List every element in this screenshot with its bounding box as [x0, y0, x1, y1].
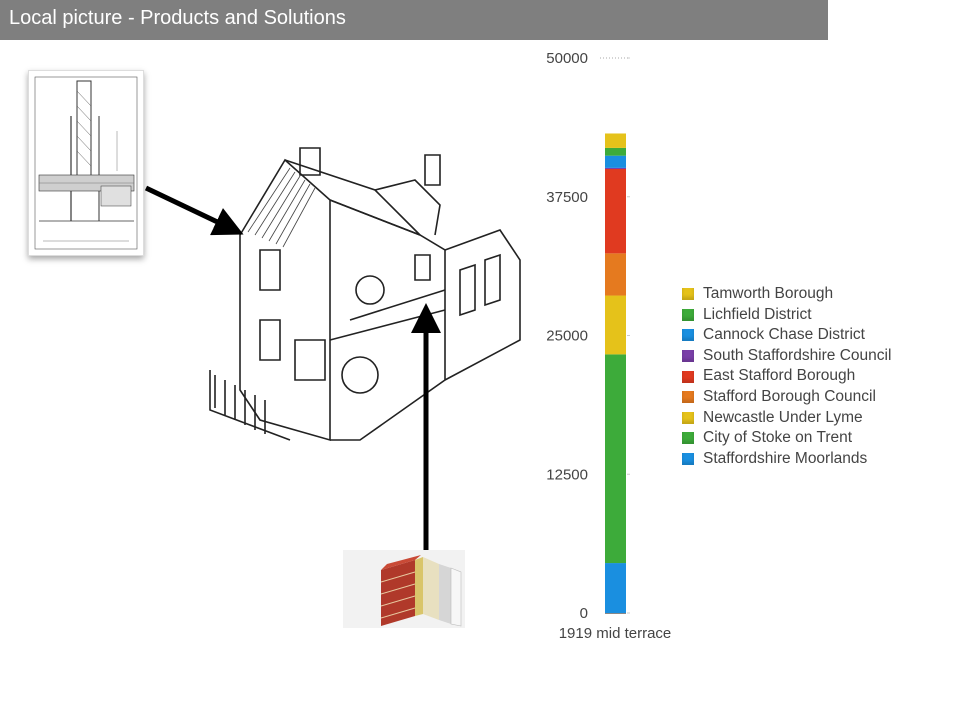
bar-segment-tamworth-borough: [605, 133, 626, 148]
construction-detail-image: [28, 70, 144, 256]
legend-swatch: [682, 391, 694, 404]
bar-segment-south-staffordshire-council: [605, 167, 626, 169]
legend-item: Newcastle Under Lyme: [682, 408, 891, 429]
legend-item: East Stafford Borough: [682, 366, 891, 387]
page-title: Local picture - Products and Solutions: [9, 7, 346, 29]
legend-item: Tamworth Borough: [682, 284, 891, 305]
x-category-label: 1919 mid terrace: [559, 625, 672, 642]
legend-label: Tamworth Borough: [703, 285, 834, 302]
legend-swatch: [682, 288, 694, 301]
legend-label: City of Stoke on Trent: [703, 429, 853, 447]
bar-segments: [605, 133, 626, 613]
legend-label: Newcastle Under Lyme: [703, 408, 863, 426]
wall-insulation-product-image: [343, 550, 465, 628]
legend-swatch: [682, 329, 694, 342]
bar-segment-city-of-stoke-on-trent: [605, 354, 626, 564]
legend-label: Lichfield District: [703, 305, 812, 323]
legend-swatch: [682, 432, 694, 445]
bar-segment-stafford-borough-council: [605, 253, 626, 296]
legend-swatch: [682, 411, 694, 424]
house-cutaway-sketch: [200, 140, 530, 450]
y-tick-label: 50000: [546, 50, 588, 67]
legend-item: Lichfield District: [682, 305, 891, 326]
legend-label: Staffordshire Moorlands: [703, 449, 868, 467]
title-bar: Local picture - Products and Solutions: [0, 0, 828, 40]
legend-label: Cannock Chase District: [703, 326, 865, 344]
legend-item: City of Stoke on Trent: [682, 428, 891, 449]
legend-swatch: [682, 350, 694, 363]
bar-segment-east-stafford-borough: [605, 169, 626, 254]
y-tick-label: 25000: [546, 328, 588, 345]
legend-item: Cannock Chase District: [682, 325, 891, 346]
legend-item: Staffordshire Moorlands: [682, 449, 891, 470]
legend-item: Stafford Borough Council: [682, 387, 891, 408]
legend-swatch: [682, 370, 694, 383]
y-axis: 0 12500 25000 37500 50000: [546, 50, 630, 622]
y-tick-label: 0: [580, 605, 588, 622]
bar-segment-lichfield-district: [605, 147, 626, 156]
legend-item: South Staffordshire Council: [682, 346, 891, 367]
y-tick-label: 12500: [546, 466, 588, 483]
stacked-bar-chart: 0 12500 25000 37500 50000 1919 mid terrace: [546, 50, 672, 642]
bar-segment-cannock-chase-district: [605, 155, 626, 168]
y-tick-label: 37500: [546, 189, 588, 206]
bar-segment-staffordshire-moorlands: [605, 563, 626, 613]
legend-swatch: [682, 453, 694, 466]
legend-swatch: [682, 308, 694, 321]
legend-label: East Stafford Borough: [703, 367, 856, 385]
bar-segment-newcastle-under-lyme: [605, 295, 626, 355]
legend-label: South Staffordshire Council: [703, 346, 892, 364]
legend-label: Stafford Borough Council: [703, 387, 876, 405]
